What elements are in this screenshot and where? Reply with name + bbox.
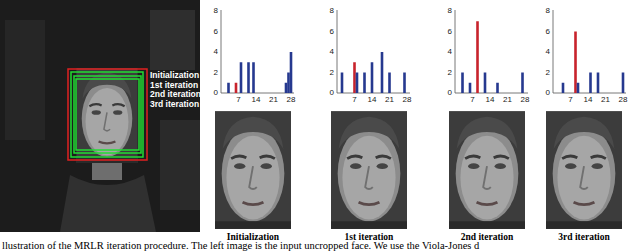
histogram-bar: [484, 73, 487, 94]
axis-tick: 21: [269, 96, 278, 104]
axis-tick: 21: [503, 96, 512, 104]
histogram-bar: [562, 83, 565, 93]
axis-tick: 28: [287, 96, 296, 104]
histogram-bar: [240, 62, 243, 93]
histogram-bar: [476, 21, 479, 93]
histogram-bar: [496, 83, 499, 93]
histogram-bar: [461, 73, 464, 94]
axis-tick: 14: [252, 96, 261, 104]
histogram-bar: [577, 83, 580, 93]
histogram: [337, 10, 410, 93]
axis-tick: 14: [584, 96, 593, 104]
axis-tick: 4: [214, 48, 218, 56]
axis-tick: 0: [214, 89, 218, 97]
panel-caption: 3rd iteration: [558, 233, 609, 243]
histogram: [553, 10, 626, 93]
histogram-bar: [235, 83, 238, 93]
iteration-label: 3rd iteration: [150, 100, 199, 109]
chart-axis: [455, 10, 528, 93]
face-crop: [215, 111, 291, 229]
axis-tick: 6: [448, 28, 452, 36]
chart-axis: [221, 10, 294, 93]
histogram-bar: [381, 52, 384, 93]
face-crop: [546, 111, 622, 229]
histogram: [221, 10, 294, 93]
histogram-bar: [521, 73, 524, 94]
axis-tick: 7: [470, 96, 474, 104]
histogram: [455, 10, 528, 93]
histogram-bar: [227, 83, 230, 93]
face-crop: [331, 111, 407, 229]
iteration-label: Initialization: [150, 71, 199, 80]
axis-tick: 2: [214, 69, 218, 77]
iteration-label: 1st iteration: [150, 81, 198, 90]
axis-tick: 7: [568, 96, 572, 104]
histogram-bar: [403, 73, 406, 94]
axis-tick: 14: [486, 96, 495, 104]
axis-tick: 4: [330, 48, 334, 56]
histogram-bar: [363, 73, 366, 94]
chart-axis: [553, 10, 626, 93]
input-photo: [0, 0, 200, 232]
axis-tick: 6: [546, 28, 550, 36]
face-crop: [449, 111, 525, 229]
histogram-bar: [247, 62, 250, 93]
axis-tick: 21: [385, 96, 394, 104]
histogram-bar: [285, 83, 288, 93]
histogram-bar: [388, 73, 391, 94]
axis-tick: 28: [403, 96, 412, 104]
axis-tick: 8: [330, 7, 334, 15]
axis-tick: 21: [601, 96, 610, 104]
axis-tick: 6: [330, 28, 334, 36]
histograms: [221, 10, 626, 93]
axis-tick: 2: [330, 69, 334, 77]
chart-axis: [337, 10, 410, 93]
axis-tick: 4: [546, 48, 550, 56]
axis-tick: 8: [546, 7, 550, 15]
histogram-bar: [589, 73, 592, 94]
histogram-bar: [371, 62, 374, 93]
histogram-bar: [290, 52, 293, 93]
figure-caption: llustration of the MRLR iteration proced…: [2, 241, 479, 251]
iteration-label: 2nd iteration: [150, 90, 201, 99]
histogram-bar: [287, 73, 290, 94]
axis-tick: 6: [214, 28, 218, 36]
histogram-bar: [356, 73, 359, 94]
axis-tick: 2: [546, 69, 550, 77]
histogram-bar: [597, 73, 600, 94]
axis-tick: 0: [330, 89, 334, 97]
axis-tick: 14: [368, 96, 377, 104]
histogram-bar: [341, 73, 344, 94]
axis-tick: 0: [546, 89, 550, 97]
detection-boxes: [68, 69, 147, 160]
cropped-faces: [215, 111, 622, 229]
axis-tick: 0: [448, 89, 452, 97]
axis-tick: 8: [214, 7, 218, 15]
axis-tick: 4: [448, 48, 452, 56]
axis-tick: 28: [619, 96, 628, 104]
histogram-bar: [574, 32, 577, 94]
histogram-bar: [469, 83, 472, 93]
axis-tick: 28: [521, 96, 530, 104]
histogram-bar: [353, 62, 356, 93]
axis-tick: 8: [448, 7, 452, 15]
axis-tick: 7: [352, 96, 356, 104]
axis-tick: 7: [236, 96, 240, 104]
histogram-bar: [252, 62, 255, 93]
histogram-bar: [622, 73, 625, 94]
axis-tick: 2: [448, 69, 452, 77]
